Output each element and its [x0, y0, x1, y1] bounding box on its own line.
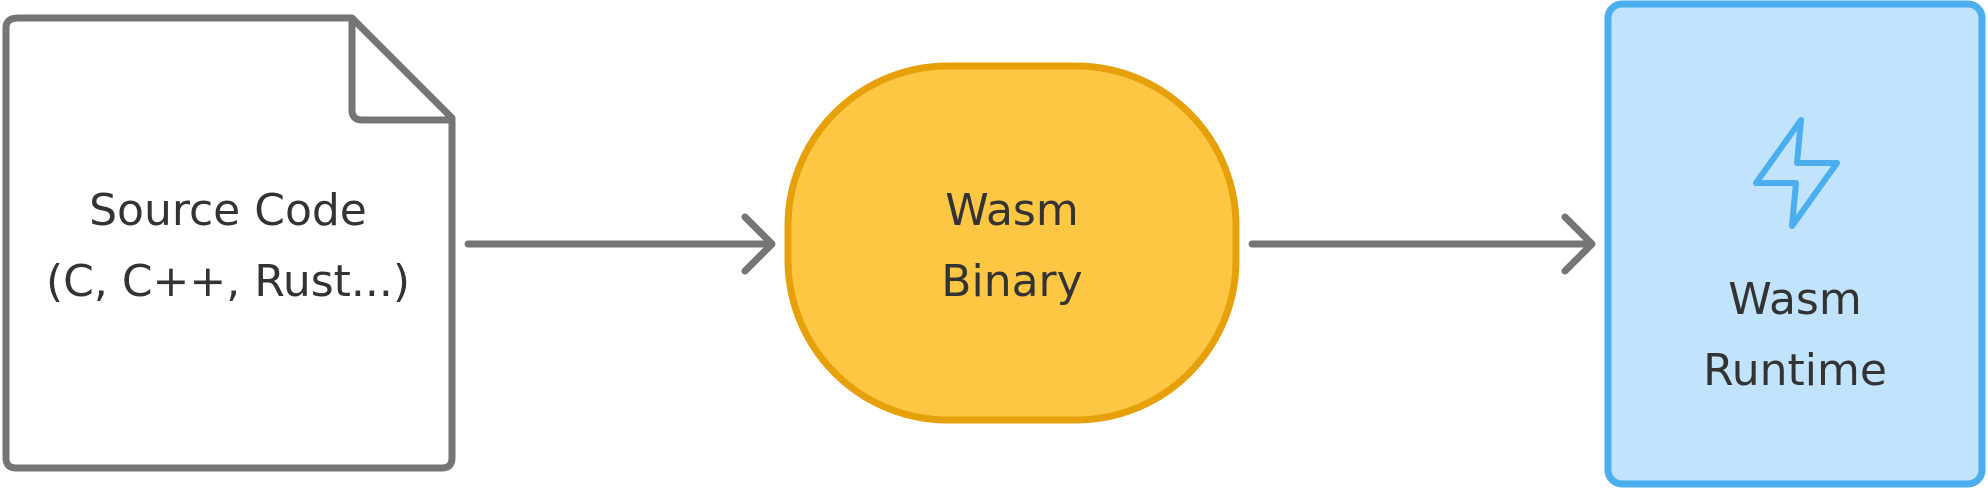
- wasm-binary-label-line2: Binary: [941, 256, 1082, 307]
- wasm-binary-label-line1: Wasm: [945, 185, 1078, 236]
- arrow-source-to-binary: [464, 213, 776, 275]
- wasm-runtime-label-line2: Runtime: [1703, 345, 1887, 396]
- lightning-bolt-icon: [1753, 117, 1840, 229]
- binary-shape: [784, 62, 1240, 424]
- source-code-label-line1: Source Code: [89, 185, 367, 236]
- wasm-runtime-node: Wasm Runtime: [1604, 0, 1986, 488]
- arrow-head: [1561, 213, 1596, 275]
- document-fold-corner: [348, 18, 452, 124]
- arrow-binary-to-runtime: [1248, 213, 1596, 275]
- document-shape: [2, 14, 456, 472]
- source-code-node: Source Code (C, C++, Rust...): [2, 14, 456, 472]
- arrow-head: [741, 213, 776, 275]
- wasm-runtime-label-line1: Wasm: [1728, 274, 1861, 325]
- runtime-shape: [1604, 0, 1986, 488]
- source-code-label-line2: (C, C++, Rust...): [46, 256, 410, 307]
- wasm-binary-node: Wasm Binary: [784, 62, 1240, 424]
